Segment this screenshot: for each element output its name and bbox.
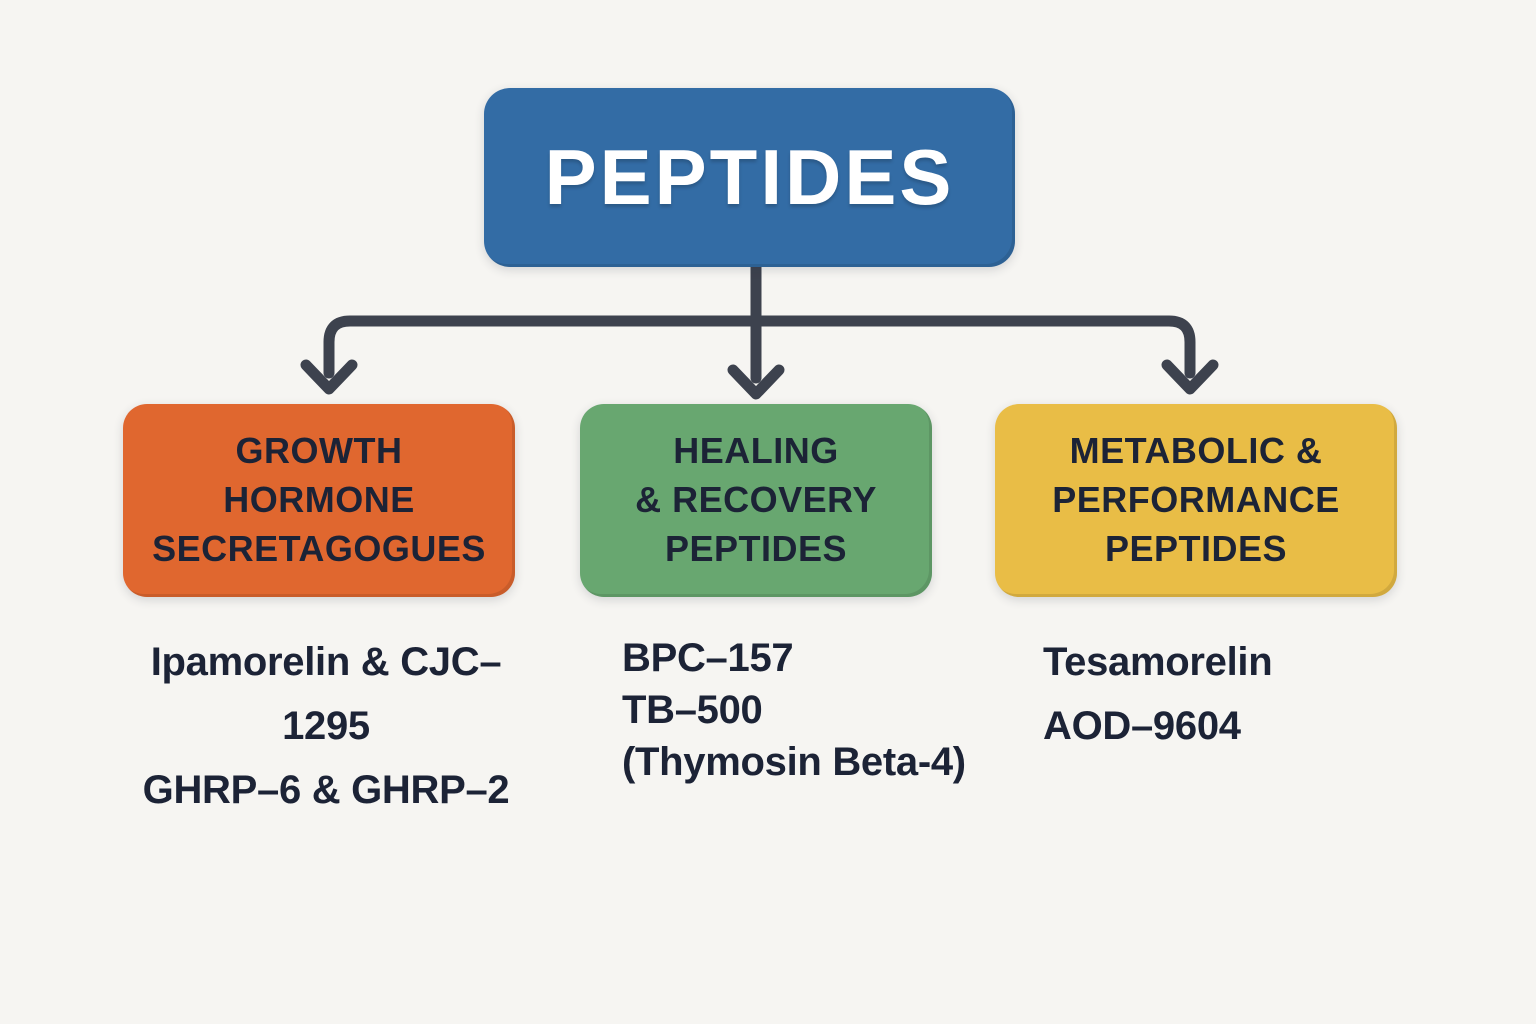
branch-title-line: GROWTH xyxy=(235,430,403,472)
list-item: Ipamorelin & CJC–1295 xyxy=(150,640,502,748)
branch-box-growth-hormone-secretagogues: GROWTH HORMONE SECRETAGOGUES xyxy=(123,404,515,597)
branch-box-healing-recovery-peptides: HEALING & RECOVERY PEPTIDES xyxy=(580,404,932,597)
arrowhead-left-icon xyxy=(300,359,358,395)
root-box-label: PEPTIDES xyxy=(544,133,955,221)
branch-box-metabolic-performance-peptides: METABOLIC & PERFORMANCE PEPTIDES xyxy=(995,404,1397,597)
branch-title-line: & RECOVERY xyxy=(635,479,877,521)
arrowhead-middle-icon xyxy=(727,364,785,400)
connector-bar xyxy=(323,315,1196,379)
list-item: AOD–9604 xyxy=(1043,704,1241,748)
branch-title-line: PEPTIDES xyxy=(1104,527,1288,569)
branch-title-line: METABOLIC & xyxy=(1069,430,1323,472)
branch-title-line: HEALING xyxy=(673,430,839,472)
branch-title-line: PEPTIDES xyxy=(664,527,848,569)
arrowhead-right-icon xyxy=(1161,359,1219,395)
connector-group xyxy=(300,261,1219,400)
branch-title: HEALING & RECOVERY PEPTIDES xyxy=(635,427,877,574)
branch-title-line: HORMONE xyxy=(223,479,415,521)
branch-title-line: SECRETAGOGUES xyxy=(152,527,486,569)
list-item: TB–500 xyxy=(622,688,763,732)
branch-title: GROWTH HORMONE SECRETAGOGUES xyxy=(152,427,486,574)
item-list-growth-hormone: Ipamorelin & CJC–1295 GHRP–6 & GHRP–2 xyxy=(110,630,542,822)
item-list-metabolic-performance: Tesamorelin AOD–9604 xyxy=(1043,630,1403,758)
branch-title: METABOLIC & PERFORMANCE PEPTIDES xyxy=(1052,427,1340,574)
list-item: (Thymosin Beta-4) xyxy=(622,740,966,784)
item-list-healing-recovery: BPC–157 TB–500 (Thymosin Beta-4) xyxy=(622,632,982,788)
root-box-peptides: PEPTIDES xyxy=(484,88,1015,267)
list-item: BPC–157 xyxy=(622,636,794,680)
list-item: Tesamorelin xyxy=(1043,640,1273,684)
branch-title-line: PERFORMANCE xyxy=(1052,479,1340,521)
list-item: GHRP–6 & GHRP–2 xyxy=(142,768,510,812)
